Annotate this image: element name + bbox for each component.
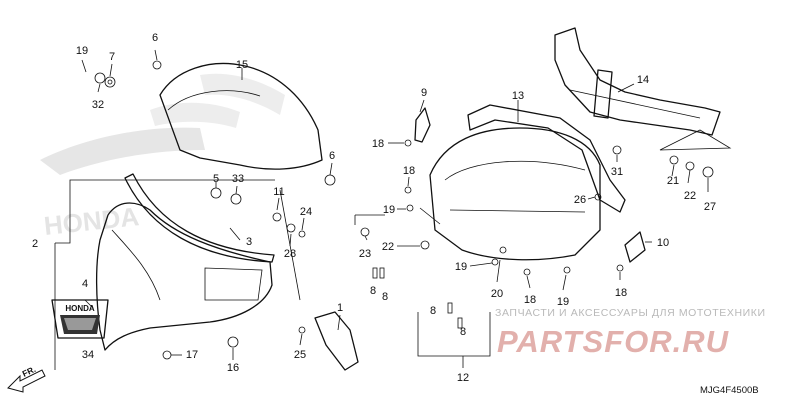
callout-18-b: 18 <box>403 165 415 177</box>
side-pieces <box>414 107 646 263</box>
callout-22: 22 <box>684 190 696 202</box>
small-bracket <box>314 311 359 371</box>
callout-28: 27 <box>704 201 716 213</box>
callout-6-right: 6 <box>329 150 335 162</box>
callout-23: 22 <box>382 241 394 253</box>
callout-7: 7 <box>109 51 115 63</box>
watermark-logo: PARTSFOR.RU <box>497 324 730 359</box>
callout-8-c: 8 <box>430 305 436 317</box>
watermark-tagline: ЗАПЧАСТИ И АКСЕССУАРЫ ДЛЯ МОТОТЕХНИКИ <box>495 307 766 319</box>
callout-20: 20 <box>491 288 503 300</box>
leader-lines <box>54 49 732 370</box>
diagram-code: MJG4F4500B <box>700 385 759 396</box>
callout-21: 21 <box>667 175 679 187</box>
callout-34: 34 <box>82 349 94 361</box>
callout-19-c: 19 <box>557 296 569 308</box>
callout-30: 19 <box>76 45 88 57</box>
callout-12: 12 <box>457 372 469 384</box>
inner-cover-bracket <box>467 104 626 213</box>
callout-14: 14 <box>637 74 649 86</box>
callout-1: 1 <box>337 302 343 314</box>
callout-8-d: 8 <box>460 326 466 338</box>
inner-cover <box>429 127 601 261</box>
callout-labels: 19 7 32 6 15 6 5 33 11 24 3 28 2 4 34 17… <box>32 32 716 384</box>
callout-25: 24 <box>300 206 312 218</box>
callout-3: 3 <box>246 236 252 248</box>
windscreen <box>159 62 323 170</box>
callout-27: 26 <box>574 194 586 206</box>
background-decal: HONDA <box>40 73 285 241</box>
svg-text:HONDA: HONDA <box>42 201 140 241</box>
callout-8-a: 8 <box>370 285 376 297</box>
callout-6-top: 6 <box>152 32 158 44</box>
callout-9: 9 <box>421 87 427 99</box>
callout-16: 16 <box>227 362 239 374</box>
emblem-label: HONDA <box>65 304 95 313</box>
callout-18-c: 18 <box>524 294 536 306</box>
callout-29: 28 <box>284 248 296 260</box>
callout-15: 15 <box>236 59 248 71</box>
callout-26: 25 <box>294 349 306 361</box>
emblem: HONDA <box>51 299 109 339</box>
callout-31: 31 <box>611 166 623 178</box>
callout-33: 33 <box>232 173 244 185</box>
callout-11: 11 <box>273 186 284 198</box>
trim-strip <box>124 173 275 263</box>
callout-5: 5 <box>213 173 219 185</box>
callout-18-d: 18 <box>615 287 627 299</box>
callout-8-b: 8 <box>382 291 388 303</box>
callout-13: 13 <box>512 90 524 102</box>
callout-17: 17 <box>186 349 198 361</box>
callout-19-b: 19 <box>455 261 467 273</box>
callout-24: 23 <box>359 248 371 260</box>
callout-4: 4 <box>82 278 88 290</box>
watermark: ЗАПЧАСТИ И АКСЕССУАРЫ ДЛЯ МОТОТЕХНИКИ PA… <box>495 307 766 359</box>
callout-2: 2 <box>32 238 38 250</box>
callout-10: 10 <box>657 237 669 249</box>
stay-bracket <box>554 27 721 136</box>
callout-32: 32 <box>92 99 104 111</box>
front-cowl <box>95 202 273 351</box>
front-direction-arrow: FR. <box>7 364 46 393</box>
callout-19-a: 19 <box>383 204 395 216</box>
callout-18-a: 18 <box>372 138 384 150</box>
